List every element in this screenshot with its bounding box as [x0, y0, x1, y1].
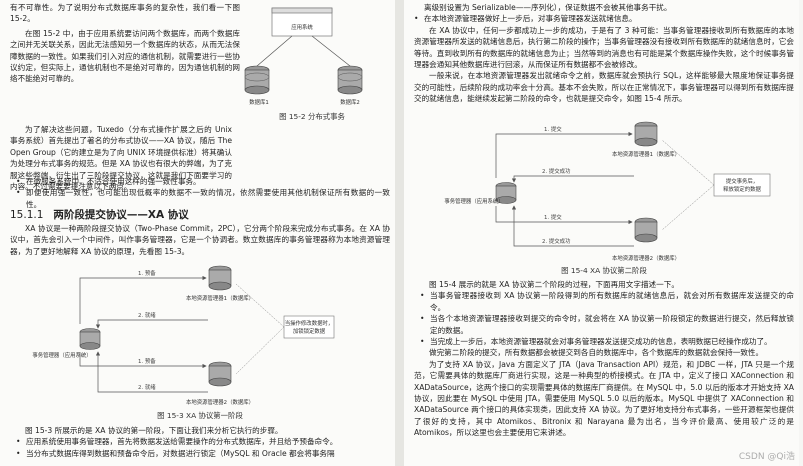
bullets-1: 在微服务系统中，不适合使用这样的强一致性事务。 即便使用强一致性，也可能出现低概… — [10, 176, 390, 210]
rm1-label: 本地资源管理器1（数据库） — [186, 294, 254, 302]
rm2-label: 本地资源管理器2（数据库） — [612, 254, 680, 262]
bullet-item: 在微服务系统中，不适合使用这样的强一致性事务。 — [16, 176, 390, 188]
watermark: CSDN @Qi浩 — [738, 452, 795, 462]
arrow-prepare-2: 1. 预备 — [138, 357, 156, 365]
left-page: 有不可靠性。为了说明分布式数据库事务的复杂性，我们看一下图 15-2。 在图 1… — [0, 0, 395, 466]
arrow-commit-2: 1. 提交 — [544, 213, 562, 221]
bullet-item: 当事务管理器接收到 XA 协议第一阶段得到的所有数据库的就绪信息后，就会对所有数… — [420, 290, 794, 313]
database-icon-1 — [244, 65, 270, 95]
section-title: 两阶段提交协议——XA 协议 — [53, 209, 189, 221]
tm-label: 事务管理器（应用系统） — [444, 197, 503, 205]
arrow-prepare-1: 1. 预备 — [138, 269, 156, 277]
transaction-manager-icon — [495, 182, 517, 204]
right-top-block: 离级别设置为 Serializable——序列化），保证数据不会被其他事务干扰。… — [414, 2, 794, 105]
right-page: 离级别设置为 Serializable——序列化），保证数据不会被其他事务干扰。… — [404, 0, 799, 466]
paragraph-fig3: 图 15-3 所展示的是 XA 协议的第一阶段，下面让我们来分析它执行的步骤。 — [25, 426, 283, 435]
rm1-label: 本地资源管理器1（数据库） — [612, 150, 680, 158]
section-number: 15.1.1 — [10, 209, 44, 221]
figure-15-3: 本地资源管理器1（数据库） 1. 预备 2. 就绪 当操作修改数据时， 加锁锁定… — [32, 265, 335, 406]
database-icon-rm2 — [208, 361, 232, 387]
note-line-2: 释放锁定的数据 — [723, 185, 761, 193]
section-heading: 15.1.1 两阶段提交协议——XA 协议 — [10, 207, 189, 222]
arrow-commit-1: 1. 提交 — [544, 125, 562, 133]
bullet-item: 当各个本地资源管理器接收到提交的命令时，就会将在 XA 协议第一阶段锁定的数据进… — [420, 313, 794, 336]
arrow-ready-2: 2. 就绪 — [138, 383, 156, 391]
page-gutter — [395, 0, 404, 466]
right-bottom-block: 图 15-4 展示的就是 XA 协议第二个阶段的过程，下面再用文字描述一下。 当… — [414, 279, 794, 439]
figure-15-2-caption: 图 15-2 分布式事务 — [279, 112, 345, 121]
database-icon-rm2 — [634, 217, 658, 243]
paragraph-1: 在 XA 协议中，任何一步都成功上一步的成功，于是有了 3 种可能：当事务管理器… — [414, 25, 794, 70]
note-line-1: 当操作修改数据时， — [285, 319, 334, 327]
bullet-item: 应用系统使用事务管理器，首先将数据发送给需要操作的分布式数据库，并且给予预备命令… — [16, 436, 390, 448]
xa-block: XA 协议是一种两阶段提交协议（Two-Phase Commit，2PC），它分… — [10, 223, 390, 257]
figure-15-4: 本地资源管理器1（数据库） 1. 提交 2. 提交成功 提交事务后， 释放锁定的… — [444, 121, 771, 262]
fig3-desc-block: 图 15-3 所展示的是 XA 协议的第一阶段，下面让我们来分析它执行的步骤。 … — [10, 425, 390, 460]
arrow-commit-success-1: 2. 提交成功 — [542, 167, 571, 175]
database-icon-rm1 — [208, 265, 232, 291]
tm-label: 事务管理器（应用系统） — [32, 351, 91, 359]
db2-label: 数据库2 — [340, 98, 360, 106]
bullet-item: 即便使用强一致性，也可能出现低概率的数据不一致的情况，依然需要使用其他机制保证所… — [16, 187, 390, 210]
arrow-ready-1: 2. 就绪 — [138, 311, 156, 319]
note-line-1: 提交事务后， — [726, 177, 758, 185]
figure-15-3-caption: 图 15-3 XA 协议第一阶段 — [157, 411, 243, 420]
note-line-2: 加锁锁定数据 — [293, 327, 326, 335]
paragraph-5: 为了支持 XA 协议，Java 方面定义了 JTA（Java Transacti… — [414, 359, 794, 438]
transaction-manager-icon — [79, 328, 101, 350]
top-right-paragraph-wrap: 有不可靠性。为了说明分布式数据库事务的复杂性，我们看一下图 15-2。 在图 1… — [10, 2, 390, 85]
paragraph-4: 做完第二阶段的提交，所有数据都会被提交到各自的数据库中，各个数据库的数据就会保持… — [429, 348, 764, 358]
paragraph-top-cont: 离级别设置为 Serializable——序列化），保证数据不会被其他事务干扰。 — [424, 3, 672, 12]
bullet-item: 在本地资源管理器做好上一步后，对事务管理器发送就绪信息。 — [414, 13, 794, 25]
paragraph-top: 有不可靠性。为了说明分布式数据库事务的复杂性，我们看一下图 15-2。 — [10, 3, 240, 24]
paragraph-xa: XA 协议是一种两阶段提交协议（Two-Phase Commit，2PC），它分… — [10, 224, 390, 256]
arrow-commit-success-2: 2. 提交成功 — [542, 237, 571, 245]
database-icon-2 — [337, 65, 363, 95]
rm2-label: 本地资源管理器2（数据库） — [186, 398, 254, 406]
figure-15-2: 应用系统 数据库1 数据库2 — [244, 7, 363, 106]
bullet-item: 当完成上一步后，本地资源管理器就会对事务管理器发送提交成功的信息，表明数据已经操… — [420, 336, 794, 348]
bullet-item: 当分布式数据库得到数据和预备命令后，对数据进行锁定（MySQL 和 Oracle… — [16, 448, 390, 460]
app-system-label: 应用系统 — [291, 23, 313, 31]
db1-label: 数据库1 — [249, 98, 269, 106]
paragraph-2: 一般来说，在本地资源管理器发出就绪命令之前，数据库就会预执行 SQL，这样能够最… — [414, 71, 794, 104]
paragraph-fig-intro: 在图 15-2 中，由于应用系统要访问两个数据库，而两个数据库之间并无关联关系，… — [10, 28, 240, 84]
database-icon-rm1 — [634, 121, 658, 147]
figure-15-4-caption: 图 15-4 XA 协议第二阶段 — [561, 266, 647, 275]
paragraph-3: 图 15-4 展示的就是 XA 协议第二个阶段的过程，下面再用文字描述一下。 — [429, 280, 679, 289]
